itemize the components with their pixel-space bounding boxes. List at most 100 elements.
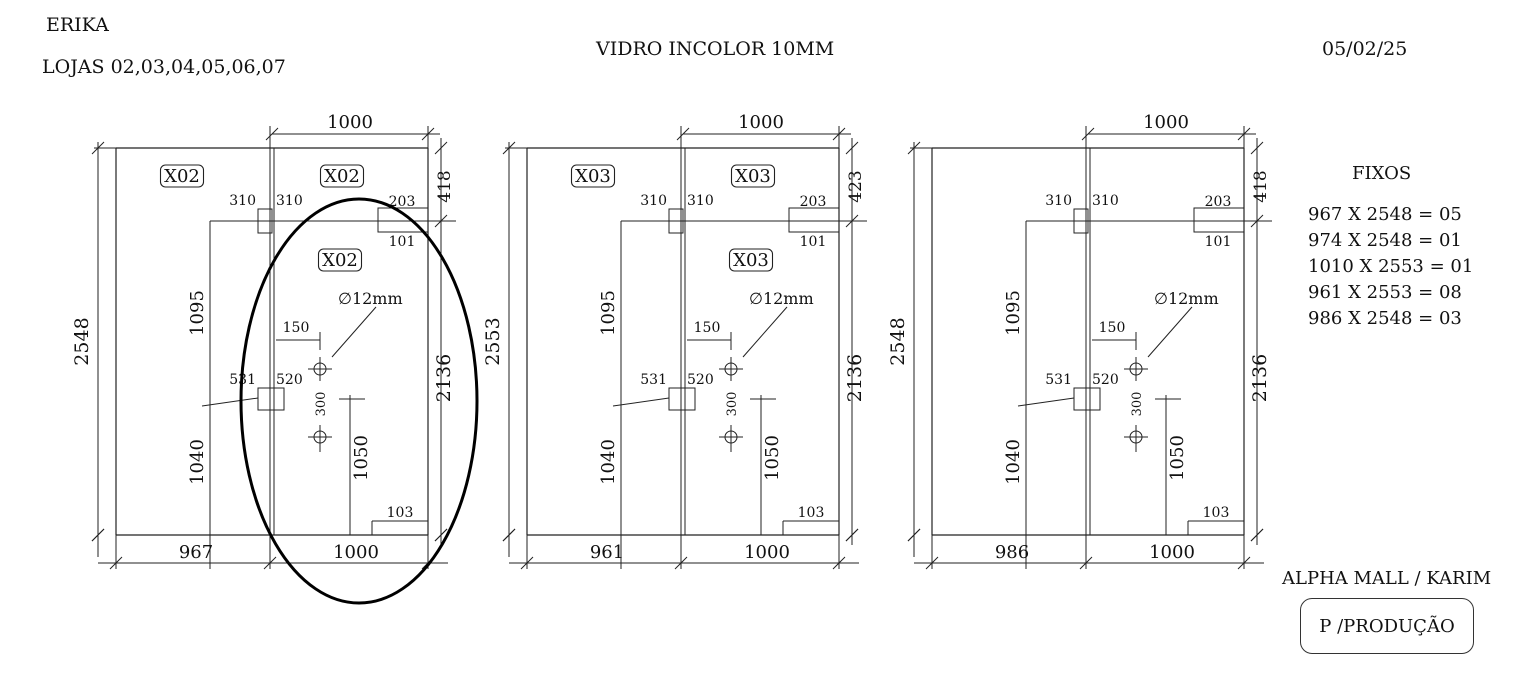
drawing-1-hinge-a: 310 xyxy=(229,193,256,209)
drawing-2-top-notch-b-label: 101 xyxy=(800,234,827,250)
drawing-1-left-label: X02 xyxy=(164,166,200,187)
drawing-2-hole-spacing: 300 xyxy=(725,392,740,417)
fixed-panel-item-2: 974 X 2548 = 01 xyxy=(1308,230,1462,251)
fixed-panel-item-4: 961 X 2553 = 08 xyxy=(1308,282,1462,303)
drawing-1-right-height: 2136 xyxy=(433,354,455,402)
drawing-2-top-notch-label: 203 xyxy=(800,194,827,210)
material-title: VIDRO INCOLOR 10MM xyxy=(596,38,835,60)
drawing-1-hinge-top-bracket xyxy=(257,208,273,234)
drawing-2-right-height: 2136 xyxy=(844,354,866,402)
dimension-tick xyxy=(109,556,123,570)
drawing-1-top-notch-b-label: 101 xyxy=(389,234,416,250)
drawing-1-upper-left: 1095 xyxy=(187,290,208,336)
drawing-2-overall-height: 2553 xyxy=(482,317,504,365)
drawing-2-left-label-box xyxy=(570,164,616,188)
dimension-tick xyxy=(907,528,921,542)
drawing-2-lower-left: 1040 xyxy=(598,439,619,485)
drawing-1-bottom-notch-label: 103 xyxy=(387,505,414,521)
dimension-tick xyxy=(845,141,859,155)
drawing-1-overall-height: 2548 xyxy=(71,317,93,365)
drawing-1-left-label-box xyxy=(159,164,205,188)
dimension-tick xyxy=(674,556,688,570)
drawing-1-hole-diameter: ∅12mm xyxy=(338,289,403,308)
drawing-3-right-height: 2136 xyxy=(1249,354,1271,402)
drawing-3-bottom-notch-label: 103 xyxy=(1203,505,1230,521)
drawing-1-lower-right: 1050 xyxy=(351,435,372,481)
drawing-3-handle-offset: 150 xyxy=(1099,320,1126,336)
fixed-panel-item-1: 967 X 2548 = 05 xyxy=(1308,204,1462,225)
drawing-1-hinge-b: 310 xyxy=(276,193,303,209)
drawing-2-hole-leader xyxy=(742,306,788,358)
drawing-3-mid-leader xyxy=(1017,397,1075,407)
drawing-1-top-gap: 418 xyxy=(435,170,455,202)
dimension-tick xyxy=(1081,127,1095,141)
dimension-tick xyxy=(502,141,516,155)
drawing-2-right-label-top-box xyxy=(730,164,776,188)
drawing-1-top-notch xyxy=(377,207,429,233)
drawing-3-lower-left: 1040 xyxy=(1003,439,1024,485)
drawing-1-top-notch-label: 203 xyxy=(389,194,416,210)
store-list: LOJAS 02,03,04,05,06,07 xyxy=(42,56,286,78)
dimension-tick xyxy=(832,127,846,141)
dimension-tick xyxy=(263,556,277,570)
drawing-2-mid-a: 531 xyxy=(640,372,667,388)
drawing-3-right-width: 1000 xyxy=(1149,542,1195,563)
dimension-tick xyxy=(421,127,435,141)
dimension-tick xyxy=(1250,141,1264,155)
dimension-tick xyxy=(502,528,516,542)
dimension-tick xyxy=(676,127,690,141)
dimension-tick xyxy=(265,127,279,141)
drawing-3-top-notch-label: 203 xyxy=(1205,194,1232,210)
dimension-tick xyxy=(925,556,939,570)
dimension-tick xyxy=(1250,528,1264,542)
drawing-1-hole-leader xyxy=(331,306,377,358)
project-name: ALPHA MALL / KARIM xyxy=(1282,568,1492,589)
drawing-3-lower-right: 1050 xyxy=(1167,435,1188,481)
drawing-3-upper-left: 1095 xyxy=(1003,290,1024,336)
drawing-2-hinge-b: 310 xyxy=(687,193,714,209)
drawing-1-right-label-top-box xyxy=(319,164,365,188)
dimension-tick xyxy=(1250,214,1264,228)
drawing-3-hole-diameter: ∅12mm xyxy=(1154,289,1219,308)
dimension-tick xyxy=(845,528,859,542)
drawing-2-left-label: X03 xyxy=(575,166,611,187)
drawing-2-hole-diameter: ∅12mm xyxy=(749,289,814,308)
dimension-tick xyxy=(91,141,105,155)
drawing-2-top-notch xyxy=(788,207,840,233)
drawing-3-hinge-mid-bracket xyxy=(1073,387,1101,411)
dimension-tick xyxy=(1237,127,1251,141)
drawing-3-top-width: 1000 xyxy=(1143,112,1189,133)
drawing-2-lower-right: 1050 xyxy=(762,435,783,481)
drawing-3-hole-spacing: 300 xyxy=(1130,392,1145,417)
drawing-2-left-width: 961 xyxy=(590,542,624,563)
drawing-3-hinge-a: 310 xyxy=(1045,193,1072,209)
dimension-tick xyxy=(907,141,921,155)
dimension-tick xyxy=(434,528,448,542)
drawing-2-upper-left: 1095 xyxy=(598,290,619,336)
dimension-tick xyxy=(91,528,105,542)
drawing-3-mid-b: 520 xyxy=(1092,372,1119,388)
drawing-3-mid-a: 531 xyxy=(1045,372,1072,388)
drawing-2-hinge-top-bracket xyxy=(668,208,684,234)
drawing-1-mid-b: 520 xyxy=(276,372,303,388)
drawing-3-hinge-top-bracket xyxy=(1073,208,1089,234)
fixed-panel-item-5: 986 X 2548 = 03 xyxy=(1308,308,1462,329)
drawing-1-lower-left: 1040 xyxy=(187,439,208,485)
drawing-2-right-label-mid-box xyxy=(728,248,774,272)
drawing-1-highlight-ellipse xyxy=(239,197,479,605)
drawing-2-right-width: 1000 xyxy=(744,542,790,563)
drawing-1-left-width: 967 xyxy=(179,542,213,563)
drawing-3-top-notch-b-label: 101 xyxy=(1205,234,1232,250)
drawing-date: 05/02/25 xyxy=(1322,38,1408,60)
drawing-2-top-gap: 423 xyxy=(846,170,866,202)
drawing-1-mid-leader xyxy=(201,397,259,407)
drawing-2-hinge-mid-bracket xyxy=(668,387,696,411)
drawing-1-top-width: 1000 xyxy=(327,112,373,133)
drawing-3-top-gap: 418 xyxy=(1251,170,1271,202)
drawing-3-left-width: 986 xyxy=(995,542,1029,563)
drawing-2-mid-b: 520 xyxy=(687,372,714,388)
drawing-2-hinge-a: 310 xyxy=(640,193,667,209)
dimension-tick xyxy=(832,556,846,570)
dimension-tick xyxy=(845,214,859,228)
